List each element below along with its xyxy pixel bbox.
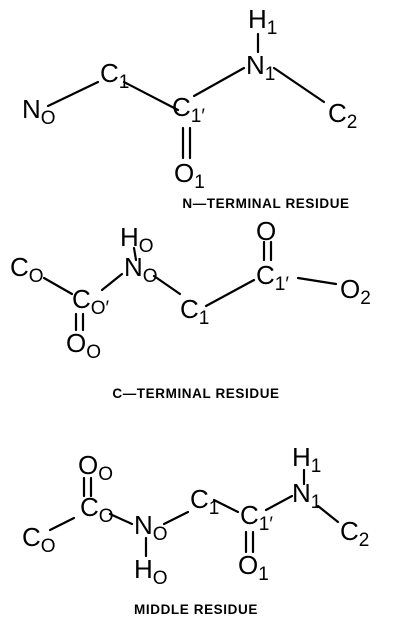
- atom-n1: N1: [246, 50, 275, 85]
- bond: [192, 66, 246, 98]
- atom-co-center: CO: [80, 492, 114, 527]
- bond: [46, 80, 100, 108]
- atom-co: CO: [10, 252, 44, 287]
- atom-c1-prime: C1′: [172, 92, 205, 127]
- atom-oo: OO: [66, 328, 101, 363]
- atom-h1: H1: [248, 4, 277, 39]
- atom-co-left: CO: [22, 522, 56, 557]
- middle-caption: MIDDLE RESIDUE: [134, 602, 258, 617]
- atom-o1: O1: [174, 158, 205, 193]
- atom-o1: O1: [238, 550, 269, 585]
- bond: [132, 246, 138, 262]
- bond: [272, 66, 326, 104]
- bond: [100, 272, 124, 292]
- bond: [296, 276, 338, 286]
- atom-n1: N1: [292, 478, 321, 513]
- atom-oo: OO: [78, 450, 113, 485]
- bond: [162, 510, 190, 526]
- bond: [42, 276, 74, 296]
- atom-o-carbonyl: O: [256, 216, 276, 246]
- bond: [48, 516, 76, 532]
- bond: [122, 80, 180, 112]
- atom-c2: C2: [328, 98, 357, 133]
- atom-co-prime: CO′: [72, 284, 110, 319]
- atom-h1: H1: [292, 442, 321, 477]
- bond: [316, 504, 340, 524]
- bond: [212, 498, 240, 514]
- atom-ho: HO: [120, 222, 154, 257]
- atom-o2: O2: [340, 274, 371, 309]
- bond: [152, 274, 182, 296]
- atom-c1: C1: [100, 58, 129, 93]
- atom-c2: C2: [340, 516, 369, 551]
- atom-no: NO: [22, 94, 56, 129]
- atom-c1: C1: [180, 294, 209, 329]
- n-terminal-residue: H1 NO C1 C1′ N1 C2 O1 N—TERMINAL RESIDUE: [22, 4, 357, 211]
- bond: [108, 512, 134, 526]
- atom-ho: HO: [134, 554, 168, 589]
- c-terminal-residue: HO O CO CO′ NO C1 C1′ O2 OO C—TERMINAL R…: [10, 216, 371, 401]
- n-terminal-caption: N—TERMINAL RESIDUE: [182, 196, 349, 211]
- c-terminal-caption: C—TERMINAL RESIDUE: [112, 386, 279, 401]
- middle-residue: OO H1 CO CO NO C1 C1′ N1 C2 HO O1 MIDDLE…: [22, 442, 369, 617]
- bond: [264, 494, 294, 512]
- atom-no: NO: [124, 252, 158, 287]
- bond: [204, 278, 256, 308]
- atom-c1-prime: C1′: [256, 260, 289, 295]
- atom-no: NO: [134, 510, 168, 545]
- atom-c1: C1: [190, 484, 219, 519]
- atom-c1-prime: C1′: [240, 500, 273, 535]
